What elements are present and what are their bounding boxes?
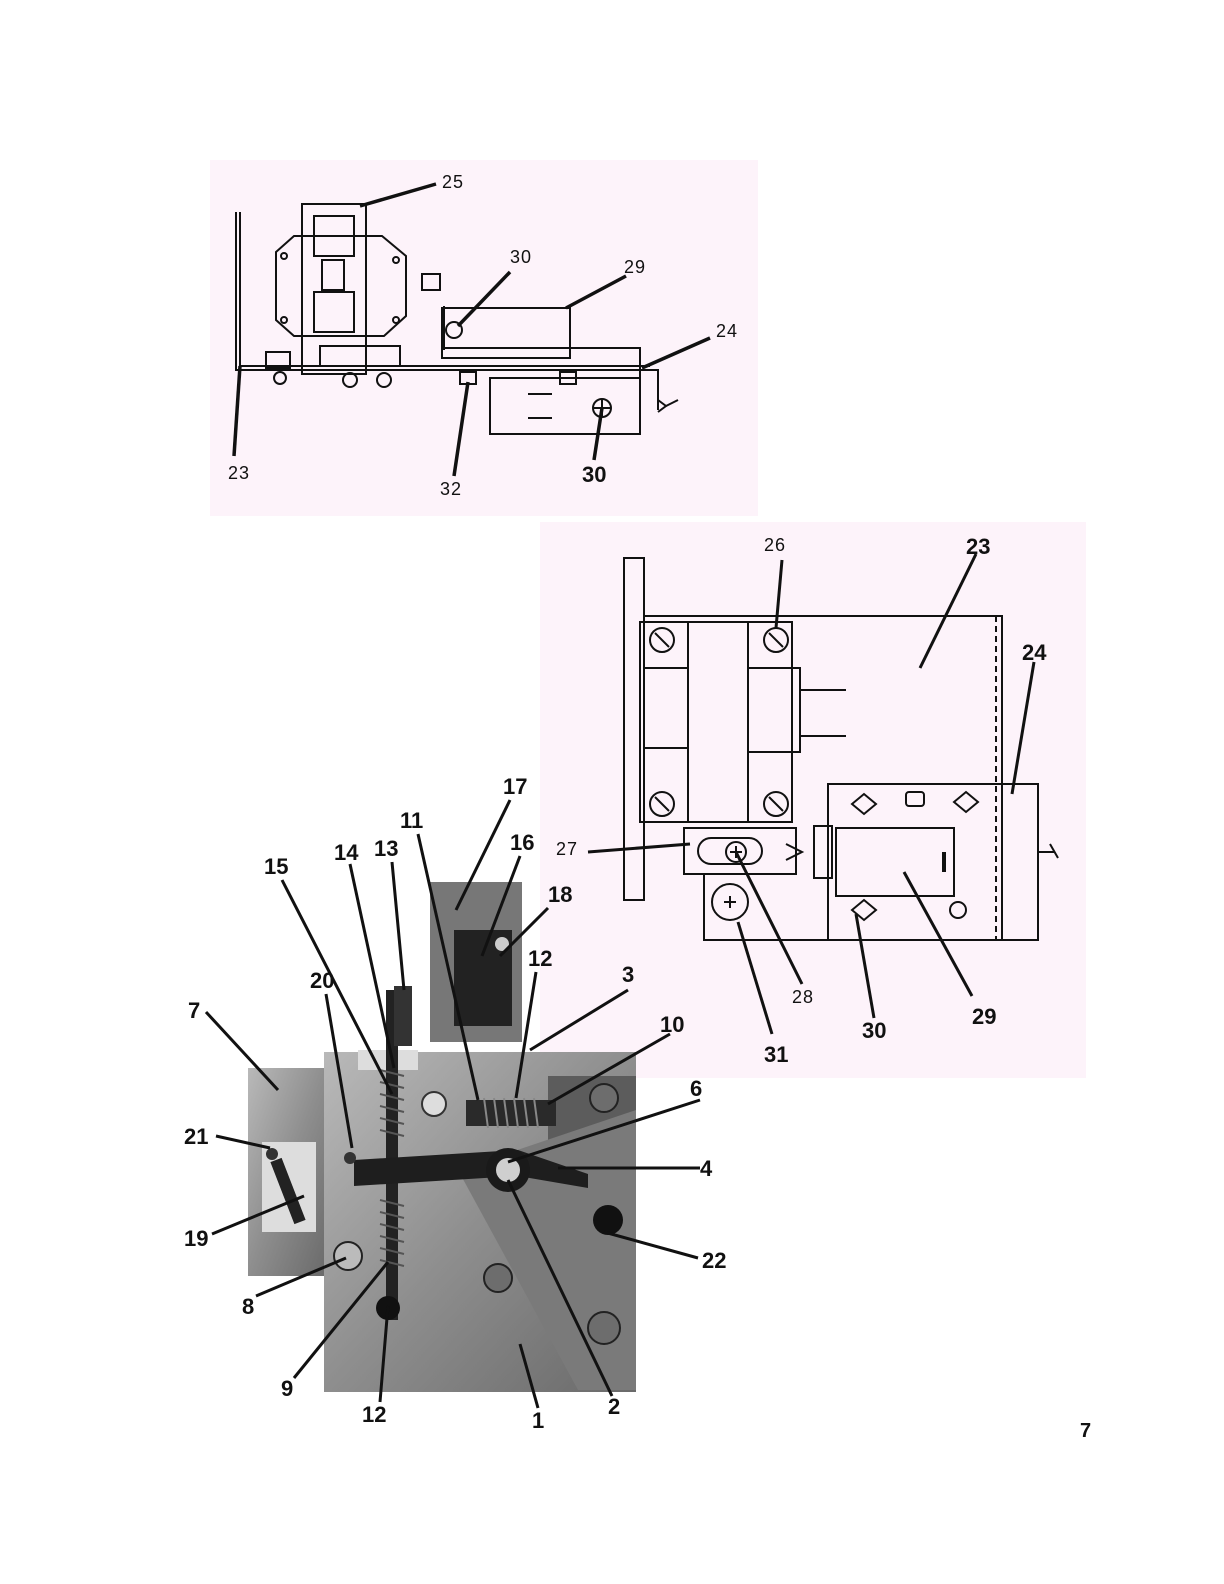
page-number: 7	[1080, 1420, 1091, 1443]
callout-label: 10	[660, 1014, 684, 1036]
callout-label: 1	[532, 1410, 544, 1432]
callout-label: 13	[374, 838, 398, 860]
callout-label: 21	[184, 1126, 208, 1148]
callout-label: 4	[700, 1158, 712, 1180]
callout-label: 9	[281, 1378, 293, 1400]
callout-label: 16	[510, 832, 534, 854]
callout-label: 17	[503, 776, 527, 798]
callout-label: 2	[608, 1396, 620, 1418]
callout-label: 15	[264, 856, 288, 878]
callout-label: 12	[362, 1404, 386, 1426]
callout-label: 18	[548, 884, 572, 906]
callout-label: 7	[188, 1000, 200, 1022]
callout-label: 8	[242, 1296, 254, 1318]
callout-label: 11	[400, 810, 423, 832]
callout-label: 19	[184, 1228, 208, 1250]
callout-label: 3	[622, 964, 634, 986]
callout-label: 12	[528, 948, 552, 970]
callout-label: 22	[702, 1250, 726, 1272]
callout-label: 20	[310, 970, 334, 992]
callout-label: 6	[690, 1078, 702, 1100]
callout-label: 14	[334, 842, 358, 864]
